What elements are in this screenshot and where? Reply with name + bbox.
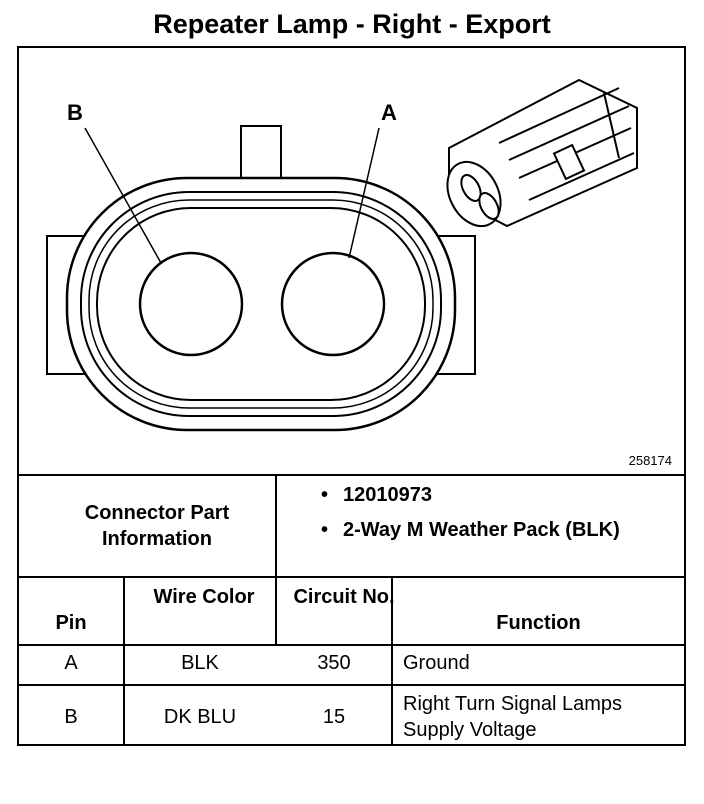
- header-pin: Pin: [55, 612, 87, 634]
- row-a-wire-color: BLK: [181, 652, 219, 674]
- locking-tab: [240, 125, 282, 185]
- leader-line-b: [84, 127, 162, 264]
- divider-info-header: [19, 576, 684, 578]
- leader-line-a: [348, 127, 380, 259]
- header-circuit: Circuit No.: [293, 586, 395, 608]
- row-b-wire-color: DK BLU: [163, 706, 237, 728]
- connector-diagram: B A 258174: [19, 48, 684, 476]
- connector-housing: [65, 176, 457, 432]
- col-divider-function: [391, 576, 393, 746]
- row-b-pin: B: [64, 706, 78, 728]
- row-a-function: Ground: [403, 652, 470, 674]
- housing-rim-outer: [80, 191, 442, 417]
- label-b: B: [67, 100, 83, 125]
- connector-face-drawing: [46, 78, 638, 432]
- connector-info-list: 12010973 2-Way M Weather Pack (BLK): [319, 482, 679, 544]
- col-divider-info: [275, 474, 277, 644]
- connector-sheet: B A 258174 Connector Part Information 12…: [17, 46, 686, 746]
- connector-type: 2-Way M Weather Pack (BLK): [319, 517, 679, 544]
- page-title: Repeater Lamp - Right - Export: [153, 9, 551, 39]
- connector-info-label: Connector Part Information: [84, 502, 230, 550]
- housing-rim-middle: [88, 199, 434, 409]
- header-function: Function: [496, 612, 581, 634]
- housing-rim-inner: [96, 207, 426, 401]
- label-a: A: [381, 100, 397, 125]
- divider-header-rows: [19, 644, 684, 646]
- connector-illustration: [446, 78, 638, 228]
- cavity-b: [138, 251, 244, 357]
- row-a-pin: A: [64, 652, 78, 674]
- divider-row-a-b: [19, 684, 684, 686]
- col-divider-pin: [123, 576, 125, 746]
- row-b-function: Right Turn Signal Lamps Supply Voltage: [403, 693, 623, 741]
- header-wire-color: Wire Color: [153, 586, 255, 608]
- part-number: 12010973: [319, 482, 679, 509]
- row-b-circuit: 15: [322, 706, 346, 728]
- figure-id: 258174: [628, 453, 672, 468]
- row-a-circuit: 350: [317, 652, 351, 674]
- cavity-a: [280, 251, 386, 357]
- divider-diagram-table: [19, 474, 684, 476]
